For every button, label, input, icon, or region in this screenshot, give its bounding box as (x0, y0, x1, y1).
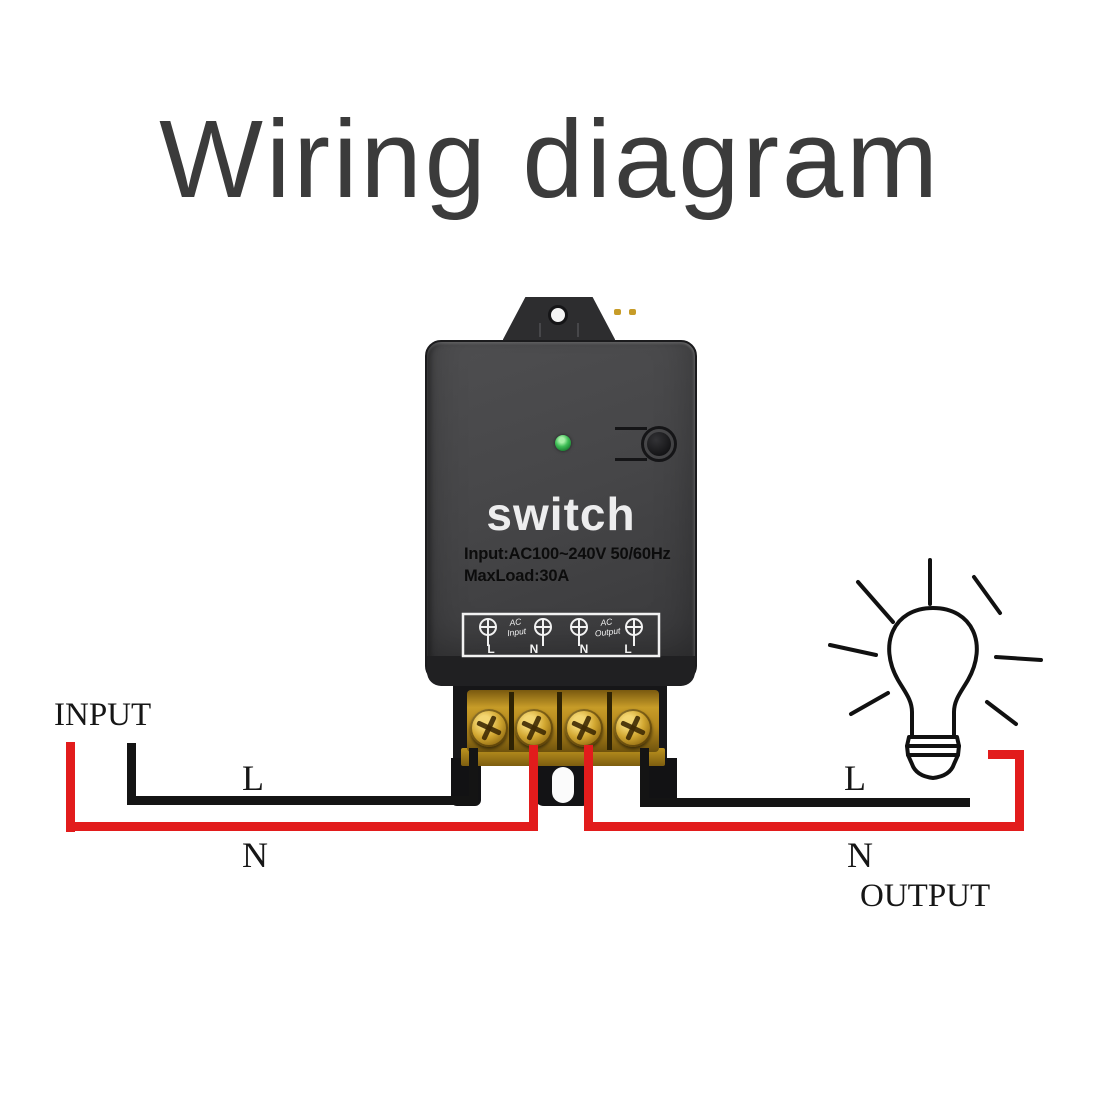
wire-output-n-rise (1015, 750, 1024, 831)
output-label: OUTPUT (860, 878, 991, 914)
svg-text:Output: Output (594, 625, 621, 638)
svg-text:L: L (487, 642, 494, 656)
svg-text:AC: AC (508, 616, 523, 628)
svg-text:N: N (580, 642, 589, 656)
terminal-screw-output-n[interactable] (565, 709, 603, 747)
top-mounting-tab (503, 297, 615, 343)
legend-pin-letters: L N N L (487, 642, 631, 656)
wire-input-n-rise (529, 745, 538, 831)
svg-text:AC: AC (599, 616, 614, 628)
output-neutral-label: N (847, 835, 873, 875)
device-spec-maxload: MaxLoad:30A (464, 567, 570, 585)
button-ring (641, 426, 677, 462)
svg-text:Input: Input (507, 626, 528, 638)
wire-input-l-run (127, 796, 478, 805)
svg-text:L: L (624, 642, 631, 656)
terminal-screw-input-n[interactable] (515, 709, 553, 747)
page-title: Wiring diagram (159, 98, 941, 221)
device-body-lower-edge (427, 656, 695, 686)
mounting-hole-icon (548, 305, 568, 325)
bottom-mounting-tab (534, 760, 592, 806)
wire-output-n-run (584, 822, 1024, 831)
antenna-nub (629, 309, 636, 315)
device-brand-label: switch (486, 488, 636, 540)
wire-input-l-rise (469, 748, 478, 805)
wire-input-n-drop (66, 742, 75, 832)
wire-output-n-drop (584, 745, 593, 831)
terminal-divider (557, 692, 562, 750)
wire-output-n-hook (988, 750, 1024, 759)
terminal-divider (607, 692, 612, 750)
svg-text:N: N (530, 642, 539, 656)
light-bulb-icon (828, 558, 1043, 780)
terminal-divider (509, 692, 514, 750)
wire-output-l-run (640, 798, 970, 807)
antenna-connector-icon (611, 309, 641, 342)
wire-input-l-drop (127, 743, 136, 805)
input-neutral-label: N (242, 835, 268, 875)
tab-ridge (577, 323, 579, 337)
button-outline-top (615, 427, 647, 430)
terminal-legend-box: AC Input AC Output L N N L (461, 612, 661, 658)
output-line-label: L (844, 758, 866, 798)
tab-ridge (539, 323, 541, 337)
input-label: INPUT (54, 697, 152, 733)
legend-ac-output-label: AC Output (594, 616, 621, 638)
mounting-slot-icon (552, 767, 574, 803)
wire-input-n-run (66, 822, 538, 831)
terminal-base-strip (461, 748, 665, 766)
device-spec-input: Input:AC100~240V 50/60Hz (464, 545, 671, 563)
antenna-nub (614, 309, 621, 315)
pairing-button[interactable] (647, 432, 671, 456)
status-led-icon (555, 435, 571, 451)
legend-ac-input-label: AC Input (507, 616, 528, 638)
terminal-screw-output-l[interactable] (614, 709, 652, 747)
input-line-label: L (242, 758, 264, 798)
terminal-screw-input-l[interactable] (470, 709, 508, 747)
button-outline-bottom (615, 458, 647, 461)
wire-output-l-drop (640, 748, 649, 807)
